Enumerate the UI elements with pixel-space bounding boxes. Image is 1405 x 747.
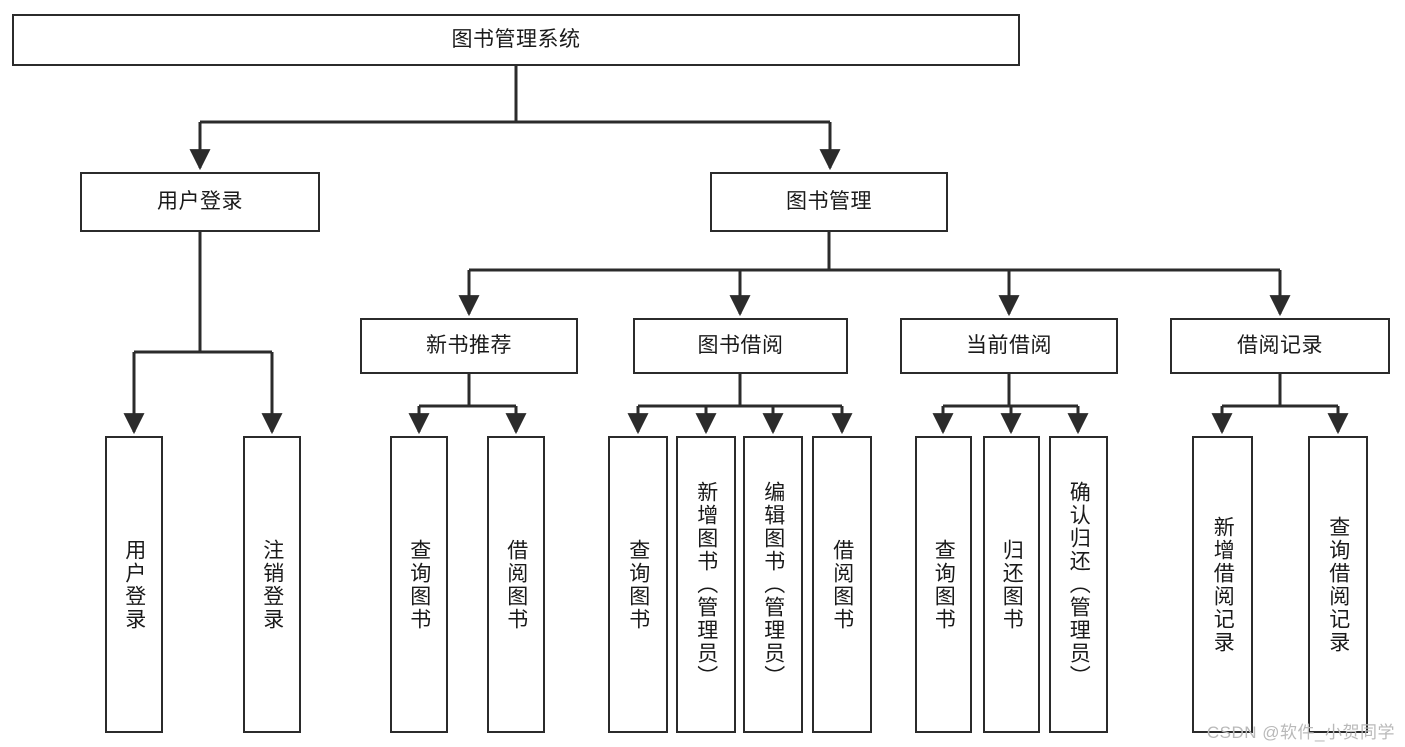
node-book-borrow[interactable]: 图书借阅 <box>633 318 848 374</box>
node-leaf-borrow-book-2-label: 借阅图书 <box>830 538 854 631</box>
node-leaf-borrow-book-1[interactable]: 借阅图书 <box>487 436 545 733</box>
node-leaf-add-borrow-record[interactable]: 新增借阅记录 <box>1192 436 1253 733</box>
node-leaf-return-book[interactable]: 归还图书 <box>983 436 1040 733</box>
node-leaf-add-book[interactable]: 新增图书（管理员） <box>676 436 736 733</box>
node-leaf-edit-book-label: 编辑图书（管理员） <box>761 481 785 688</box>
node-leaf-query-book-2-label: 查询图书 <box>626 538 650 631</box>
node-leaf-query-book-2[interactable]: 查询图书 <box>608 436 668 733</box>
node-leaf-user-login[interactable]: 用户登录 <box>105 436 163 733</box>
node-user-login[interactable]: 用户登录 <box>80 172 320 232</box>
node-new-book-recommend[interactable]: 新书推荐 <box>360 318 578 374</box>
node-root[interactable]: 图书管理系统 <box>12 14 1020 66</box>
node-current-borrow-label: 当前借阅 <box>966 334 1052 358</box>
node-leaf-return-book-label: 归还图书 <box>1000 538 1024 631</box>
node-leaf-confirm-return[interactable]: 确认归还（管理员） <box>1049 436 1108 733</box>
csdn-watermark: CSDN @软件_小贺同学 <box>1206 723 1395 742</box>
node-leaf-logout[interactable]: 注销登录 <box>243 436 301 733</box>
node-current-borrow[interactable]: 当前借阅 <box>900 318 1118 374</box>
node-borrow-record[interactable]: 借阅记录 <box>1170 318 1390 374</box>
node-leaf-query-book-1[interactable]: 查询图书 <box>390 436 448 733</box>
node-borrow-record-label: 借阅记录 <box>1237 334 1323 358</box>
node-leaf-edit-book[interactable]: 编辑图书（管理员） <box>743 436 803 733</box>
node-new-book-recommend-label: 新书推荐 <box>426 334 512 358</box>
node-leaf-query-book-1-label: 查询图书 <box>407 538 431 631</box>
node-root-label: 图书管理系统 <box>451 28 581 52</box>
node-leaf-confirm-return-label: 确认归还（管理员） <box>1067 481 1091 688</box>
node-book-borrow-label: 图书借阅 <box>697 334 784 358</box>
node-leaf-borrow-book-1-label: 借阅图书 <box>504 538 528 631</box>
node-leaf-query-book-3[interactable]: 查询图书 <box>915 436 972 733</box>
node-leaf-logout-label: 注销登录 <box>260 538 284 631</box>
node-user-login-label: 用户登录 <box>157 190 243 214</box>
node-leaf-add-borrow-record-label: 新增借阅记录 <box>1211 515 1235 654</box>
node-leaf-user-login-label: 用户登录 <box>122 538 146 631</box>
node-leaf-query-borrow-record[interactable]: 查询借阅记录 <box>1308 436 1368 733</box>
node-book-management-label: 图书管理 <box>786 190 872 214</box>
node-leaf-query-borrow-record-label: 查询借阅记录 <box>1326 515 1350 654</box>
node-leaf-add-book-label: 新增图书（管理员） <box>694 481 718 688</box>
node-leaf-borrow-book-2[interactable]: 借阅图书 <box>812 436 872 733</box>
node-book-management[interactable]: 图书管理 <box>710 172 948 232</box>
node-leaf-query-book-3-label: 查询图书 <box>932 538 956 631</box>
